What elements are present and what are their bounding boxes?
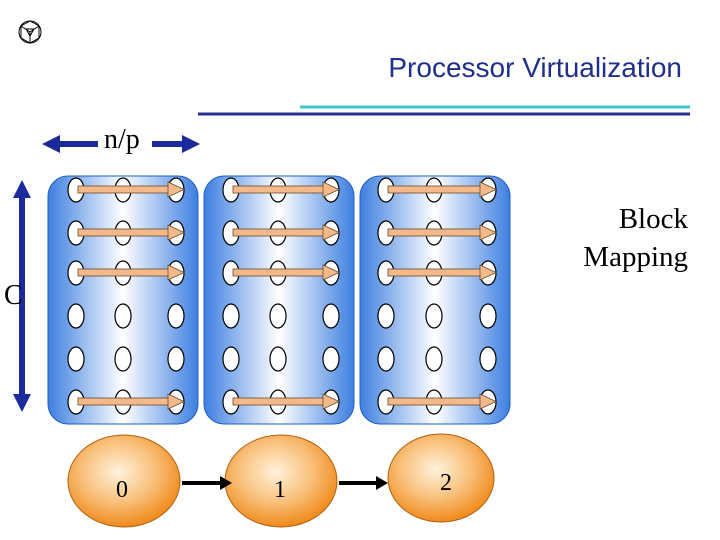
- processor-0-circle: [67, 434, 181, 528]
- count-label: C: [4, 280, 23, 311]
- thread-oval: [377, 303, 395, 329]
- thread-oval: [114, 346, 132, 372]
- thread-oval: [377, 346, 395, 372]
- thread-arrows: [77, 181, 497, 410]
- page-title: Processor Virtualization: [388, 52, 682, 83]
- virtual-processor-blocks: [47, 175, 511, 425]
- processor-2-circle: [387, 433, 495, 523]
- thread-oval: [167, 346, 185, 372]
- partition-width-arrow: [42, 135, 200, 153]
- block-2: [359, 175, 511, 425]
- processor-1-label: 1: [274, 477, 286, 503]
- partition-size-label: n/p: [104, 124, 140, 155]
- processor-2-label: 2: [440, 470, 452, 496]
- processor-0-label: 0: [116, 477, 128, 503]
- mapping-label-line1: Block: [618, 203, 688, 235]
- thread-oval: [425, 303, 443, 329]
- thread-oval: [322, 346, 340, 372]
- thread-oval: [269, 303, 287, 329]
- thread-oval: [114, 303, 132, 329]
- thread-oval: [67, 346, 85, 372]
- mapping-label: Block Mapping: [556, 200, 688, 276]
- block-1: [203, 175, 355, 425]
- thread-oval: [222, 346, 240, 372]
- mapping-label-line2: Mapping: [583, 241, 688, 273]
- thread-oval: [322, 303, 340, 329]
- thread-oval: [425, 346, 443, 372]
- block-0: [47, 175, 199, 425]
- thread-oval: [269, 346, 287, 372]
- count-height-arrow: [13, 180, 31, 412]
- thread-oval: [222, 303, 240, 329]
- thread-oval: [479, 346, 497, 372]
- thread-oval: [167, 303, 185, 329]
- processor-chain-arrows: [182, 476, 388, 490]
- thread-oval: [67, 303, 85, 329]
- thread-oval: [479, 303, 497, 329]
- geodesic-sphere-icon: [18, 20, 42, 44]
- physical-processors: [67, 433, 495, 528]
